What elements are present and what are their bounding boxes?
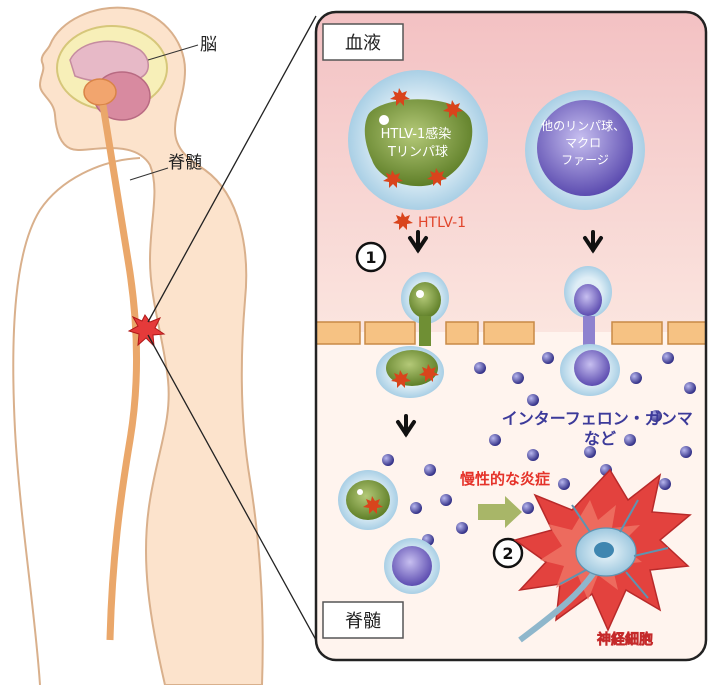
macrophage-in-cord [384,538,440,594]
infected-t-cell: HTLV-1感染 Tリンパ球 [348,70,488,210]
infected-cell-in-cord [338,470,398,530]
spinal-label: 脊髄 [345,611,381,632]
inflammation-label: 慢性的な炎症 [460,470,550,488]
blood-label-box: 血液 [323,24,403,60]
neuron-label: 神経細胞 [597,631,653,648]
svg-text:2: 2 [502,544,513,563]
brain-label: 脳 [200,35,217,55]
step1-marker: 1 [357,243,385,271]
spinal-label-box: 脊髄 [323,602,403,638]
macrophage-cell: 他のリンパ球、 マクロ ファージ [525,90,645,210]
blood-brain-barrier [310,322,711,344]
svg-text:1: 1 [365,248,376,267]
virus-legend-label: HTLV-1 [418,215,466,231]
step2-marker: 2 [494,539,522,567]
spinal-cord-label: 脊髄 [168,153,202,173]
blood-label: 血液 [345,33,381,54]
spine-illustration [103,105,137,640]
